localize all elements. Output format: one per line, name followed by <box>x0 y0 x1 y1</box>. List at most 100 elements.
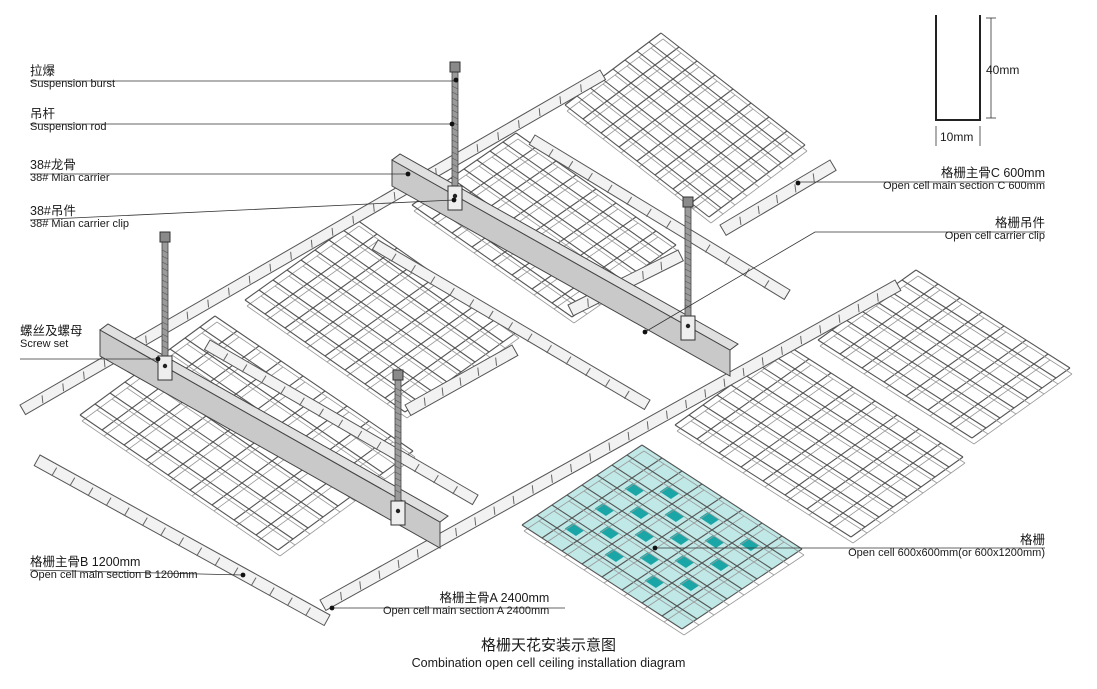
grid-line <box>839 283 939 355</box>
rail-slot <box>794 184 797 193</box>
grid-line-depth <box>614 74 760 188</box>
label-main-carrier-zh: 38#龙骨 <box>30 158 76 172</box>
grid-line <box>786 344 964 458</box>
grid-line-depth <box>578 101 724 215</box>
grid-line-depth <box>861 315 1017 415</box>
rail-slot <box>665 220 672 229</box>
grid-line <box>861 297 961 369</box>
grid-line-depth <box>704 410 882 524</box>
label-section-b-zh: 格栅主骨B 1200mm <box>30 555 141 569</box>
rod-thread <box>394 393 402 398</box>
rail-slot <box>305 607 311 617</box>
grid-line-depth <box>650 47 796 161</box>
rail-slot <box>538 108 541 117</box>
rail-slot <box>260 375 267 384</box>
grid-cell-highlight <box>669 532 690 545</box>
rod-thread <box>394 387 402 392</box>
rail <box>319 279 902 612</box>
grid-line-depth <box>676 430 854 544</box>
leader-dot <box>451 197 457 203</box>
rail-slot <box>876 293 879 302</box>
grid-cell-highlight <box>664 509 685 522</box>
rod-thread <box>451 163 459 168</box>
grid-line-depth <box>583 490 745 596</box>
grid-line <box>624 59 770 173</box>
rail-slot <box>570 463 573 473</box>
grid-line-depth <box>523 530 685 636</box>
grid-cell-highlight <box>629 506 650 519</box>
grid-line-depth <box>643 450 805 556</box>
label-main-carrier-clip-zh: 38#吊件 <box>30 204 76 218</box>
rail-slot <box>123 507 130 517</box>
rail-slot <box>340 591 343 601</box>
rod-shaft <box>394 377 402 506</box>
label-section-c-zh: 格栅主骨C 600mm <box>940 166 1045 180</box>
rail-slot <box>390 253 397 262</box>
label-screw-set-zh: 螺丝及螺母 <box>20 324 83 338</box>
rail-slot <box>468 299 475 308</box>
grid-line-depth <box>186 343 386 480</box>
grid-line <box>674 424 852 538</box>
leader <box>30 121 455 127</box>
rod-thread <box>394 435 402 440</box>
rail-slot <box>286 597 293 607</box>
grid-cell-highlight <box>639 552 660 565</box>
rail-slot <box>546 344 552 354</box>
grid-line-depth <box>553 510 715 616</box>
grid-line <box>277 450 414 551</box>
rod-thread <box>451 85 459 90</box>
grid-line-depth <box>590 92 736 206</box>
main-carrier <box>391 153 739 377</box>
rail-slot <box>507 322 514 331</box>
rail-slot <box>660 261 663 271</box>
grid-line <box>521 524 683 630</box>
grid-line <box>314 249 476 363</box>
grid-line-depth <box>246 305 408 419</box>
grid-line-depth <box>638 56 784 170</box>
rail-slot <box>606 184 613 194</box>
rail-slot <box>178 537 184 547</box>
carrier-flange <box>99 323 449 523</box>
rod-anchor <box>392 369 404 381</box>
rail-slot <box>608 442 611 451</box>
grid-line <box>342 229 504 343</box>
rod-anchor <box>449 61 461 73</box>
grid-cell-highlight <box>604 549 625 562</box>
rail-slot <box>763 280 770 289</box>
grid-cell-highlight <box>659 486 680 499</box>
grid-line <box>124 381 324 518</box>
rail-body <box>319 279 902 612</box>
rail-slot <box>724 256 731 265</box>
rod-thread <box>684 262 692 267</box>
grid-cell-highlight <box>634 529 655 542</box>
rod-thread <box>451 133 459 138</box>
rod-thread <box>394 471 402 476</box>
grid-line <box>660 32 806 146</box>
label-section-c-en: Open cell main section C 600mm <box>882 180 1045 193</box>
rail <box>33 454 331 627</box>
grid-cell-highlight <box>599 526 620 539</box>
grid-line <box>702 404 880 518</box>
grid-line <box>79 414 279 551</box>
rod-shaft <box>161 239 169 361</box>
grid-line-depth <box>774 360 952 474</box>
grid-line <box>476 159 638 273</box>
rod-thread <box>451 169 459 174</box>
rail-slot <box>318 408 324 417</box>
leader <box>30 171 411 177</box>
grid-cell-highlight <box>709 558 730 571</box>
grid-line <box>536 514 698 620</box>
grid-line-depth <box>235 426 372 527</box>
grid-cell-highlight <box>699 512 720 525</box>
rail-slot <box>160 527 166 537</box>
grid-line <box>901 279 1057 379</box>
grid-line-depth <box>718 400 896 514</box>
rod-thread <box>161 249 169 254</box>
rail-slot <box>331 227 334 236</box>
grid-line-depth <box>863 303 963 375</box>
rail-slot <box>512 495 515 505</box>
grid-line <box>286 269 448 383</box>
grid-line-depth <box>126 387 326 524</box>
leader <box>795 180 1045 186</box>
rail-slot <box>290 251 292 260</box>
